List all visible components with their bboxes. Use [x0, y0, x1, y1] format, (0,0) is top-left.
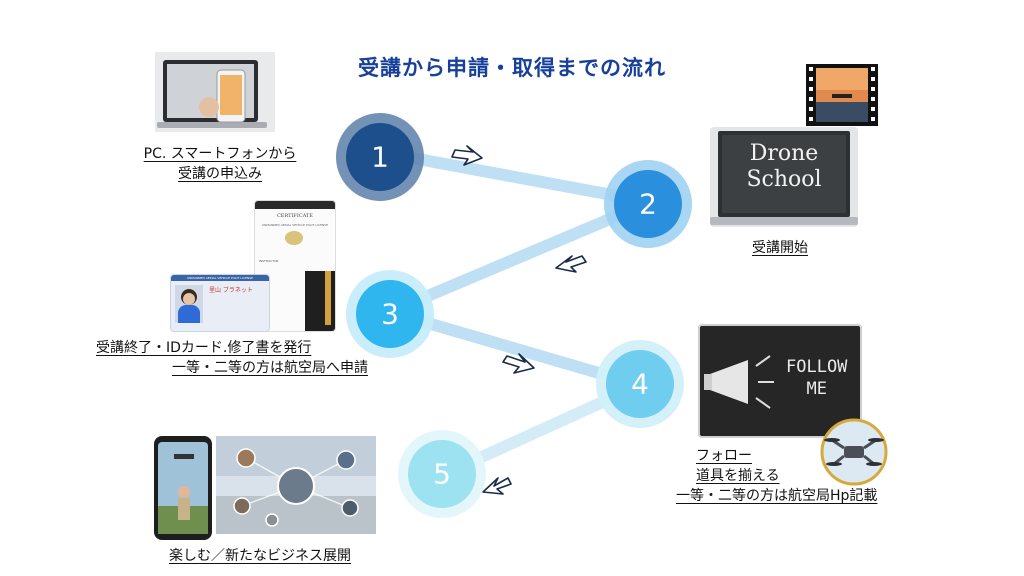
step-4-number: 4	[631, 368, 649, 401]
follow-me-line-1: FOLLOW	[786, 357, 848, 377]
blackboard-text-line-2: School	[746, 167, 822, 192]
step-3-label: 受講終了・IDカード.修了書を発行 一等・二等の方は航空局へ申請	[96, 338, 368, 378]
step-3-number: 3	[381, 298, 399, 331]
step-5-number: 5	[433, 458, 451, 491]
step-3-label-line-1: 受講終了・IDカード.修了書を発行	[96, 340, 312, 356]
drone-school-photo: Drone School	[710, 127, 858, 227]
id-card-name: 里山 ブラネット	[209, 287, 253, 294]
arrow-icon	[451, 145, 483, 166]
step-1-number: 1	[371, 141, 389, 174]
step-5-label-line-1: 楽しむ／新たなビジネス展開	[169, 548, 351, 564]
step-1-label-line-2: 受講の申込み	[178, 166, 262, 182]
step-4-circle: 4	[596, 340, 684, 428]
film-strip-photo	[806, 64, 878, 126]
step-2-label: 受講開始	[720, 238, 840, 258]
connector-2-3	[384, 196, 656, 318]
step-4-label: フォロー 道具を揃える 一等・二等の方は航空局Hp記載	[676, 446, 908, 506]
certificate-instructor: INSTRUCTOR	[259, 259, 279, 263]
step-3-label-line-2: 一等・二等の方は航空局へ申請	[172, 360, 368, 376]
business-photo	[216, 436, 376, 534]
follow-me-line-2: ME	[806, 379, 827, 399]
arrow-icon	[502, 353, 535, 374]
arrow-icon	[482, 477, 512, 495]
connector-1-2	[374, 146, 656, 208]
step-5-circle: 5	[398, 430, 486, 518]
step-1-label: PC. スマートフォンから 受講の申込み	[122, 144, 318, 184]
laptop-phone-photo	[155, 52, 275, 132]
step-2-circle: 2	[604, 160, 692, 248]
arrow-icon	[555, 255, 587, 273]
follow-me-photo: FOLLOW ME	[698, 324, 862, 438]
step-2-label-line-1: 受講開始	[752, 240, 808, 256]
step-4-label-line-2: 道具を揃える	[696, 468, 780, 484]
page-title: 受講から申請・取得までの流れ	[358, 56, 666, 80]
phone-drone-photo	[154, 436, 212, 540]
step-4-label-line-3: 一等・二等の方は航空局Hp記載	[676, 488, 878, 504]
step-1-label-line-1: PC. スマートフォンから	[143, 146, 297, 162]
certificate-heading: CERTIFICATE	[276, 213, 314, 219]
drone-photo	[820, 418, 888, 486]
step-3-circle: 3	[346, 270, 434, 358]
step-5-label: 楽しむ／新たなビジネス展開	[150, 546, 370, 566]
step-4-label-line-1: フォロー	[696, 448, 752, 464]
id-card-license: UNMANNED AERIAL VEHICLE PILOT LICENSE	[186, 276, 254, 280]
blackboard-text-line-1: Drone	[749, 141, 819, 166]
certificate-license: UNMANNED AERIAL VEHICLE PILOT LICENSE	[261, 223, 329, 227]
id-card-photo: UNMANNED AERIAL VEHICLE PILOT LICENSE 里山…	[170, 274, 270, 332]
step-1-circle: 1	[336, 113, 424, 201]
step-2-number: 2	[639, 188, 657, 221]
